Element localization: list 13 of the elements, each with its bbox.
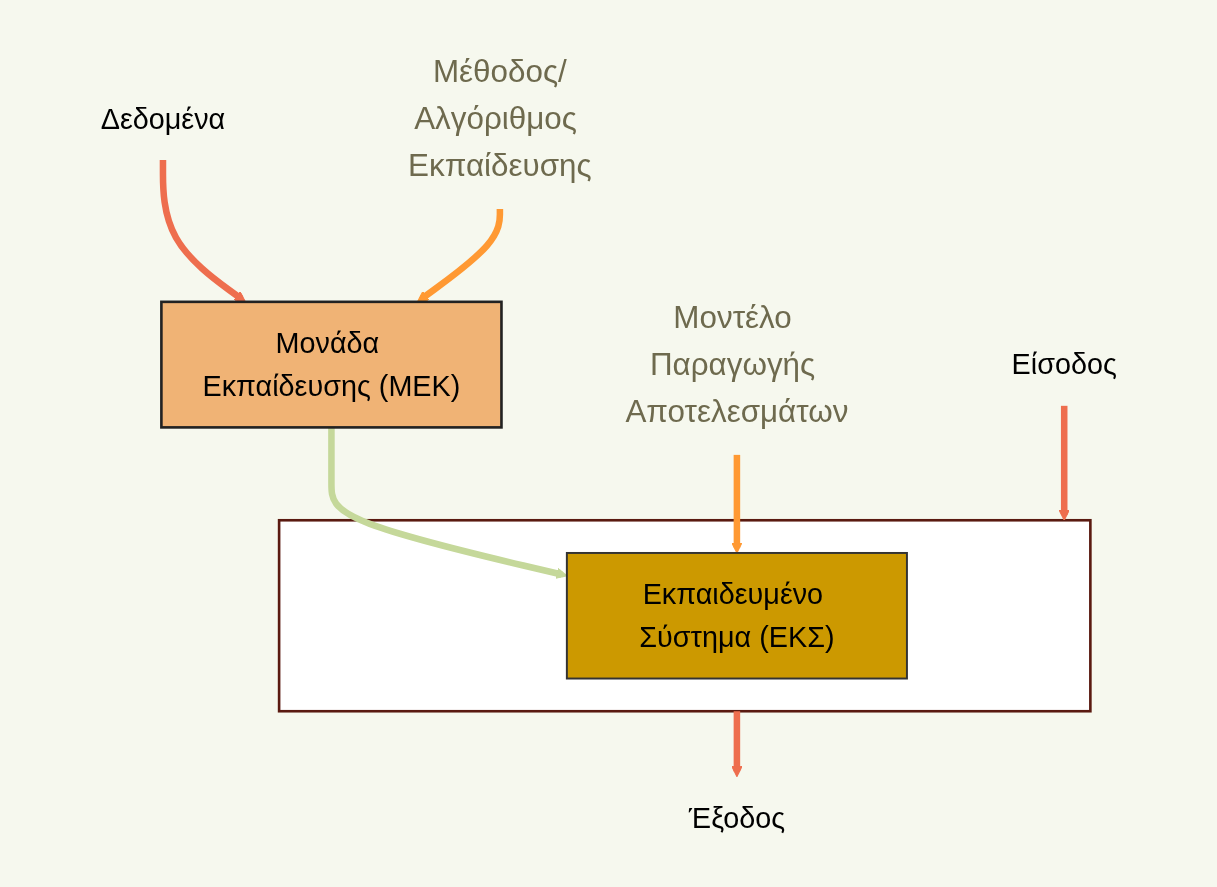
node-text: Έξοδος — [688, 801, 785, 834]
cluster — [277, 518, 1092, 713]
node-box: Μονάδα Εκπαίδευσης (ΜΕΚ) — [159, 300, 503, 429]
arrow — [416, 208, 503, 303]
arrow — [730, 454, 743, 554]
node-box: Εκπαιδευμένο Σύστημα (ΕΚΣ) — [565, 551, 908, 680]
node-text: Είσοδος — [1011, 348, 1117, 381]
arrow — [1058, 405, 1070, 521]
arrow — [159, 159, 246, 303]
node-text: Μοντέλο Παραγωγής Αποτελεσμάτων — [625, 298, 849, 429]
node-text: Δεδομένα — [100, 102, 225, 135]
arrow — [730, 711, 743, 777]
node-text: Μέθοδος/Αλγόριθμος Εκπαίδευσης — [407, 53, 592, 183]
